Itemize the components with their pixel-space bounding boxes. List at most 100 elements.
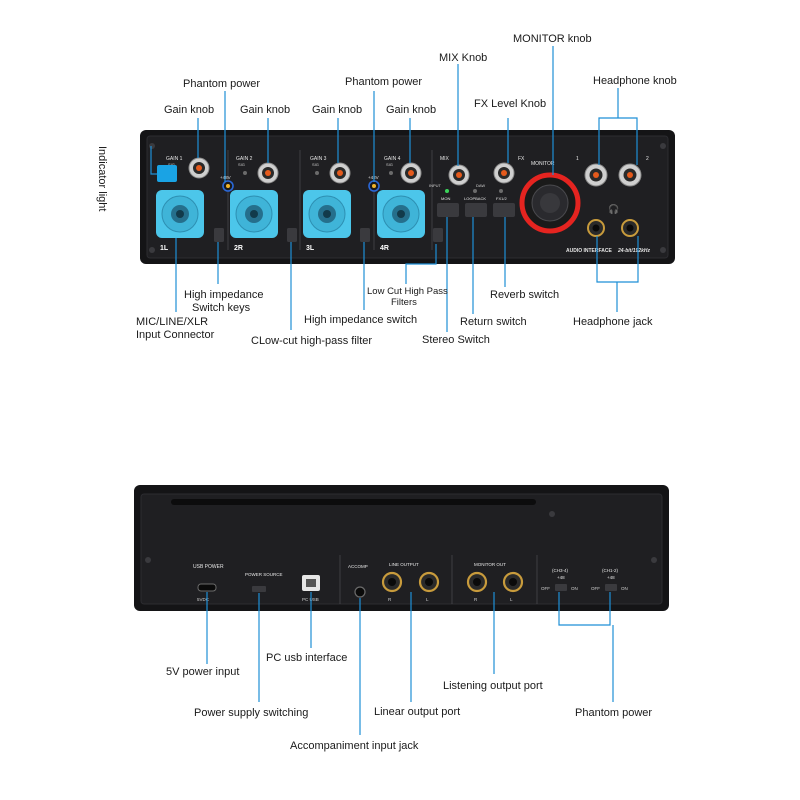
callout-accomp-jack: Accompaniment input jack	[290, 740, 419, 752]
headphone-jack-2[interactable]	[621, 219, 639, 237]
xlr-input-2[interactable]	[230, 190, 278, 238]
headphone-knob-2[interactable]	[618, 163, 642, 187]
callout-monitor-knob: MONITOR knob	[513, 33, 592, 45]
return-switch-button[interactable]	[465, 203, 487, 217]
power-source-label: POWER SOURCE	[245, 572, 283, 577]
monitor-out-jack-r[interactable]	[466, 571, 488, 593]
sig-label: SIG	[312, 162, 319, 167]
plus48-label-2: +48	[607, 575, 615, 580]
monitor-r-label: R	[474, 597, 478, 602]
back-panel: USB POWER 5VDC POWER SOURCE PC USB ACCOM…	[134, 485, 669, 611]
line-output-jack-r[interactable]	[381, 571, 403, 593]
channel-1-label: 1L	[160, 245, 169, 252]
hp1-label: 1	[576, 156, 579, 162]
callout-low-cut-filter: CLow-cut high-pass filter	[251, 335, 373, 347]
ch12-label: (CH1-2)	[602, 568, 619, 573]
high-impedance-switch-1[interactable]	[214, 228, 224, 242]
phantom-label-2: +48V	[368, 175, 379, 180]
monitor-knob[interactable]	[519, 172, 581, 234]
monitor-label: MONITOR	[531, 161, 555, 167]
spec-label: 24-bit/192kHz	[617, 248, 650, 254]
gain-knob-1[interactable]	[188, 157, 210, 179]
mon-label: MON	[441, 196, 450, 201]
off-label-2: OFF	[591, 586, 600, 591]
callout-high-impedance-keys-2: Switch keys	[192, 302, 251, 314]
callout-listening-output: Listening output port	[443, 680, 543, 692]
off-label-1: OFF	[541, 586, 550, 591]
callout-input-connector-2: Input Connector	[136, 329, 215, 341]
low-cut-switch-2[interactable]	[433, 228, 443, 242]
line-output-label: LINE OUTPUT	[389, 562, 419, 567]
channel-3-label: 3L	[306, 245, 315, 252]
gain-knob-2[interactable]	[257, 162, 279, 184]
monitor-out-label: MONITOR OUT	[474, 562, 506, 567]
callout-headphone-jack: Headphone jack	[573, 316, 653, 328]
xlr-input-4[interactable]	[377, 190, 425, 238]
headphone-knob-1[interactable]	[584, 163, 608, 187]
mix-knob[interactable]	[448, 164, 470, 186]
reverb-switch-button[interactable]	[493, 203, 515, 217]
callout-reverb-switch: Reverb switch	[490, 289, 560, 301]
phantom-switch-ch12[interactable]	[605, 584, 617, 591]
callout-stereo-switch: Stereo Switch	[422, 334, 490, 346]
sig-led	[243, 171, 247, 175]
gain-knob-4[interactable]	[400, 162, 422, 184]
input-label: INPUT	[429, 183, 442, 188]
callout-gain-knob-2: Gain knob	[240, 104, 291, 116]
fx-level-knob[interactable]	[493, 162, 515, 184]
callout-pc-usb: PC usb interface	[266, 652, 348, 664]
high-impedance-switch-2[interactable]	[360, 228, 370, 242]
on-label-2: ON	[621, 586, 628, 591]
audio-interface-label: AUDIO INTERFACE	[566, 248, 613, 254]
mix-label: MIX	[440, 156, 450, 162]
callout-phantom-power-2: Phantom power	[345, 76, 423, 88]
loopback-led	[473, 189, 477, 193]
ch34-label: (CH3-4)	[552, 568, 569, 573]
line-l-label: L	[426, 597, 429, 602]
xlr-input-3[interactable]	[303, 190, 351, 238]
gain-knob-3[interactable]	[329, 162, 351, 184]
loopback-label: LOOPBACK	[464, 196, 486, 201]
headphone-jack-1[interactable]	[587, 219, 605, 237]
sig-label: SIG	[386, 162, 393, 167]
usb-power-label: USB POWER	[193, 564, 224, 570]
sig-led	[389, 171, 393, 175]
line-output-jack-l[interactable]	[418, 571, 440, 593]
headphone-icon: 🎧	[608, 203, 619, 214]
callout-fx-level-knob: FX Level Knob	[474, 98, 547, 110]
front-leader-lines	[150, 46, 639, 332]
sig-led	[315, 171, 319, 175]
monitor-out-jack-l[interactable]	[502, 571, 524, 593]
callout-phantom-power-back: Phantom power	[575, 707, 653, 719]
callout-low-cut-filters-2: Filters	[391, 297, 417, 308]
callout-gain-knob-3: Gain knob	[312, 104, 363, 116]
phantom-switch-ch34[interactable]	[555, 584, 567, 591]
on-label-1: ON	[571, 586, 578, 591]
callout-low-cut-filters-1: Low Cut High Pass	[367, 286, 448, 297]
callout-phantom-power-1: Phantom power	[183, 78, 261, 90]
accomp-jack[interactable]	[354, 586, 366, 598]
sig-label: SIG	[238, 162, 245, 167]
power-source-switch[interactable]	[252, 586, 266, 592]
sig-label: SIG	[168, 162, 175, 167]
callout-power-input: 5V power input	[166, 666, 240, 678]
callout-gain-knob-1: Gain knob	[164, 104, 215, 116]
stereo-switch-button[interactable]	[437, 203, 459, 217]
gain2-label: GAIN 2	[236, 156, 253, 162]
gain3-label: GAIN 3	[310, 156, 327, 162]
callout-return-switch: Return switch	[460, 316, 527, 328]
indicator-light	[157, 165, 177, 182]
plus48-label-1: +48	[557, 575, 565, 580]
callout-headphone-knob: Headphone knob	[593, 75, 677, 87]
hp2-label: 2	[646, 156, 649, 162]
low-cut-switch-1[interactable]	[287, 228, 297, 242]
accomp-label: ACCOMP	[348, 564, 368, 569]
fx12-label: FX1/2	[496, 196, 507, 201]
xlr-input-1[interactable]	[156, 190, 204, 238]
callout-power-switching: Power supply switching	[194, 707, 309, 719]
dc5v-label: 5VDC	[197, 597, 210, 602]
callout-indicator-light: Indicator light	[96, 146, 108, 212]
usb-c-port[interactable]	[197, 583, 217, 592]
mon-led	[445, 189, 449, 193]
